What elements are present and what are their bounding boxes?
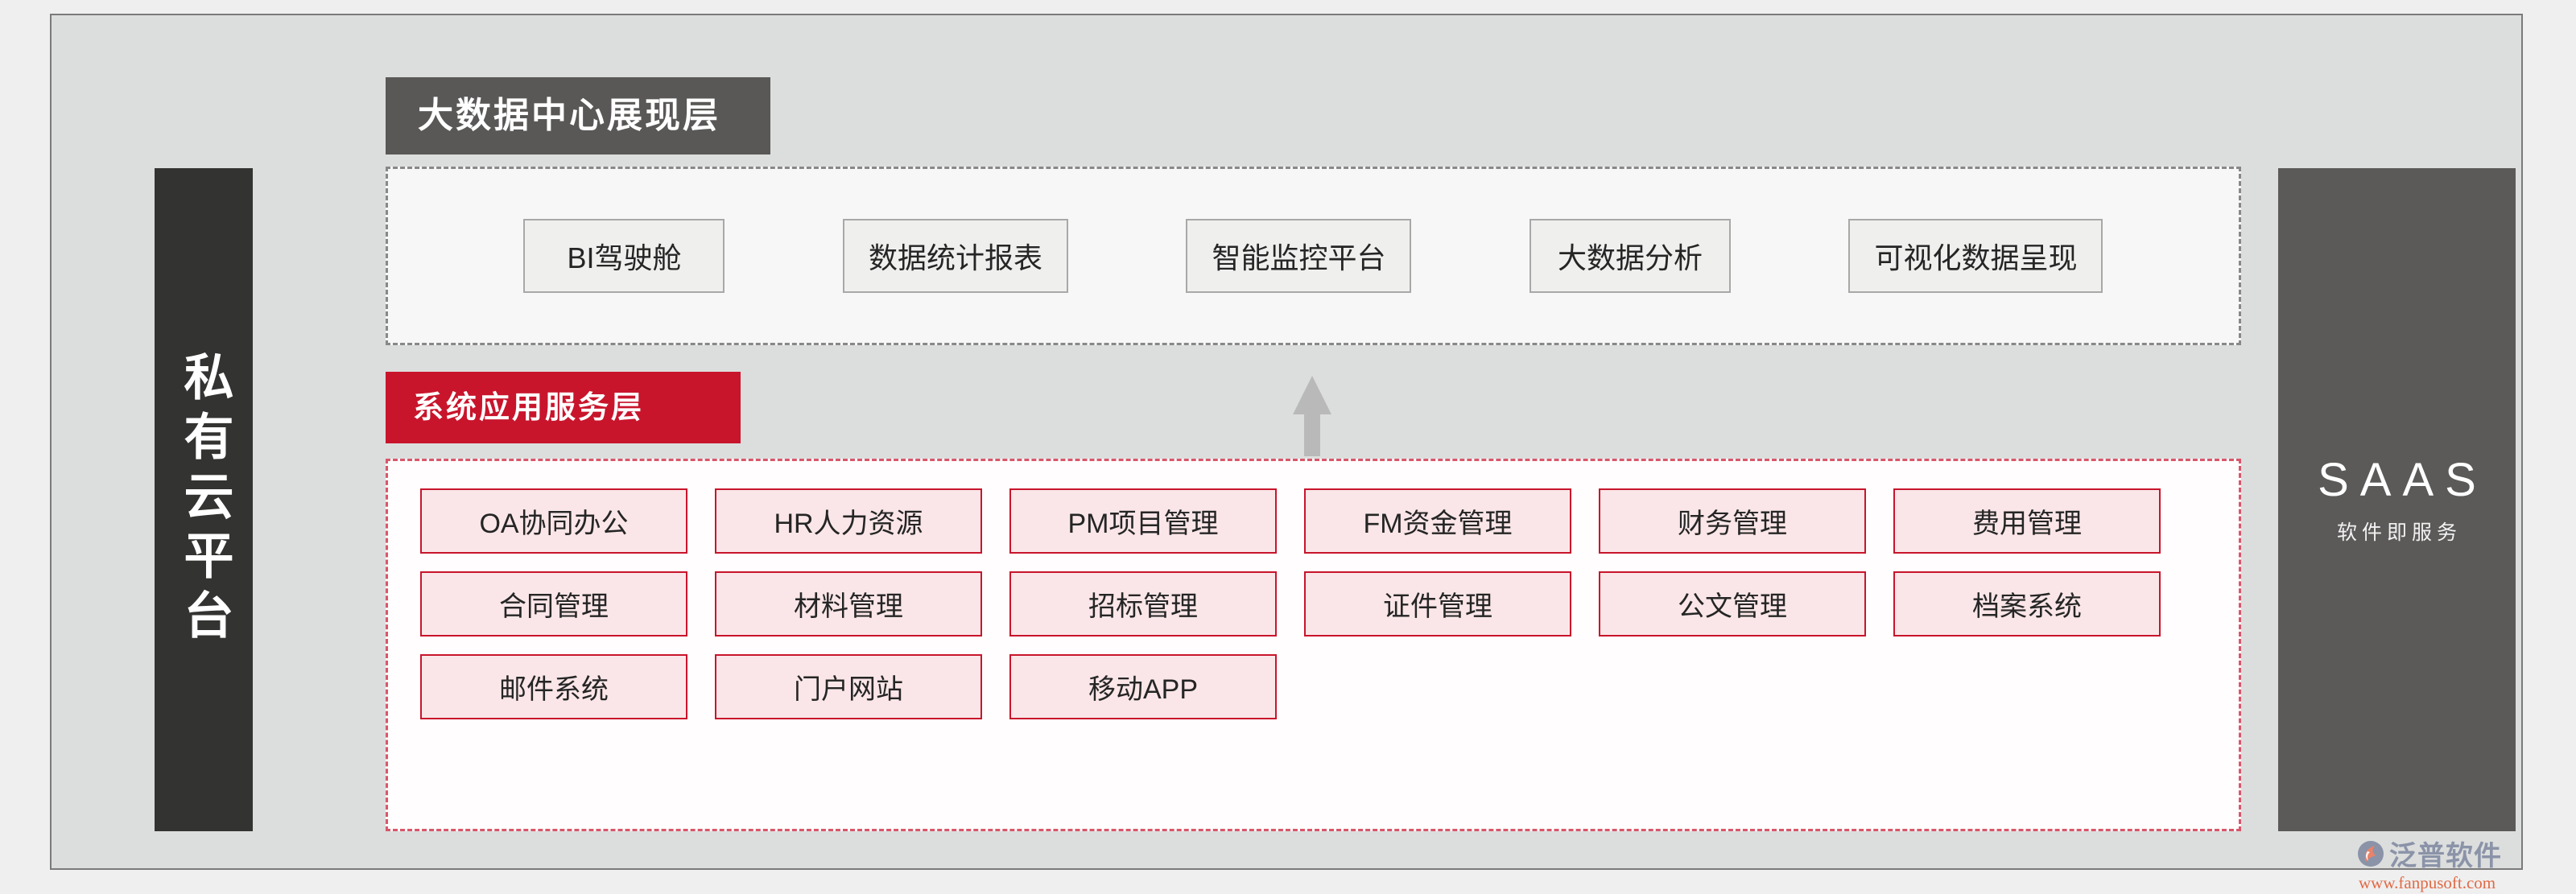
- watermark: 泛普软件 www.fanpusoft.com: [2357, 840, 2576, 892]
- chip-label: 智能监控平台: [1212, 241, 1386, 274]
- left-private-cloud-panel: 私有云平台: [155, 168, 253, 831]
- chip-data-statistics-report[interactable]: 数据统计报表: [842, 219, 1068, 293]
- chip-label: 费用管理: [1972, 509, 2082, 539]
- watermark-brand-row: 泛普软件: [2357, 840, 2502, 871]
- chip-expense-management[interactable]: 费用管理: [1893, 488, 2161, 554]
- app-service-grid: OA协同办公 HR人力资源 PM项目管理 FM资金管理 财务管理: [420, 488, 2207, 719]
- chip-label: 数据统计报表: [868, 241, 1042, 274]
- section-bigdata-body: BI驾驶舱 数据统计报表 智能监控平台 大数据分析 可视化数据呈现: [386, 167, 2241, 345]
- chip-visual-data-presentation[interactable]: 可视化数据呈现: [1848, 219, 2103, 293]
- chip-label: 移动APP: [1088, 674, 1199, 705]
- chip-official-document-management[interactable]: 公文管理: [1599, 571, 1866, 637]
- chip-label: 合同管理: [499, 591, 609, 622]
- diagram-canvas: 私有云平台 SAAS 软件即服务 大数据中心展现层 BI驾驶舱 数据统计报表 智…: [50, 14, 2523, 870]
- chip-label: PM项目管理: [1067, 509, 1219, 539]
- chip-label: FM资金管理: [1363, 509, 1513, 539]
- chip-label: 招标管理: [1088, 591, 1198, 622]
- chip-label: 大数据分析: [1557, 241, 1703, 274]
- chip-contract-management[interactable]: 合同管理: [420, 571, 687, 637]
- section-app-service-body: OA协同办公 HR人力资源 PM项目管理 FM资金管理 财务管理: [386, 459, 2241, 831]
- chip-smart-monitoring-platform[interactable]: 智能监控平台: [1186, 219, 1412, 293]
- chip-label: 证件管理: [1383, 591, 1492, 622]
- chip-mail-system[interactable]: 邮件系统: [420, 654, 687, 719]
- watermark-url: www.fanpusoft.com: [2359, 873, 2496, 892]
- watermark-name: 泛普软件: [2389, 840, 2502, 871]
- chip-label: 可视化数据呈现: [1874, 241, 2078, 274]
- chip-label: 公文管理: [1678, 591, 1787, 622]
- saas-subtitle: 软件即服务: [2336, 521, 2462, 544]
- chip-bi-cockpit[interactable]: BI驾驶舱: [523, 219, 725, 293]
- section-header-app-service: 系统应用服务层: [386, 372, 741, 443]
- chip-label: 财务管理: [1678, 509, 1787, 539]
- chip-label: 门户网站: [794, 674, 903, 705]
- chip-financial-management[interactable]: 财务管理: [1599, 488, 1866, 554]
- chip-mobile-app[interactable]: 移动APP: [1009, 654, 1277, 719]
- chip-bidding-management[interactable]: 招标管理: [1009, 571, 1277, 637]
- chip-pm-project-management[interactable]: PM项目管理: [1009, 488, 1277, 554]
- chip-certificate-management[interactable]: 证件管理: [1304, 571, 1571, 637]
- chip-archive-system[interactable]: 档案系统: [1893, 571, 2161, 637]
- right-saas-panel: SAAS 软件即服务: [2278, 168, 2516, 831]
- chip-hr-human-resources[interactable]: HR人力资源: [715, 488, 982, 554]
- chip-label: OA协同办公: [479, 509, 629, 539]
- fanpu-logo-icon: [2357, 840, 2384, 871]
- chip-label: HR人力资源: [774, 509, 923, 539]
- chip-oa-collaboration[interactable]: OA协同办公: [420, 488, 687, 554]
- saas-title: SAAS: [2318, 453, 2487, 506]
- app-service-row: 合同管理 材料管理 招标管理 证件管理 公文管理 档案系统: [420, 571, 2207, 637]
- section-header-app-service-label: 系统应用服务层: [413, 390, 645, 425]
- chip-portal-website[interactable]: 门户网站: [715, 654, 982, 719]
- chip-bigdata-analysis[interactable]: 大数据分析: [1529, 219, 1731, 293]
- chip-label: 档案系统: [1972, 591, 2082, 622]
- left-panel-label: 私有云平台: [175, 351, 232, 649]
- chip-label: 材料管理: [794, 591, 903, 622]
- arrow-up-icon: [1293, 376, 1331, 456]
- chip-fm-fund-management[interactable]: FM资金管理: [1304, 488, 1571, 554]
- chip-material-management[interactable]: 材料管理: [715, 571, 982, 637]
- app-service-row: OA协同办公 HR人力资源 PM项目管理 FM资金管理 财务管理: [420, 488, 2207, 554]
- app-service-row: 邮件系统 门户网站 移动APP: [420, 654, 2207, 719]
- section-header-bigdata-label: 大数据中心展现层: [418, 96, 720, 135]
- chip-label: 邮件系统: [499, 674, 609, 705]
- section-header-bigdata: 大数据中心展现层: [386, 77, 770, 154]
- chip-label: BI驾驶舱: [567, 241, 682, 274]
